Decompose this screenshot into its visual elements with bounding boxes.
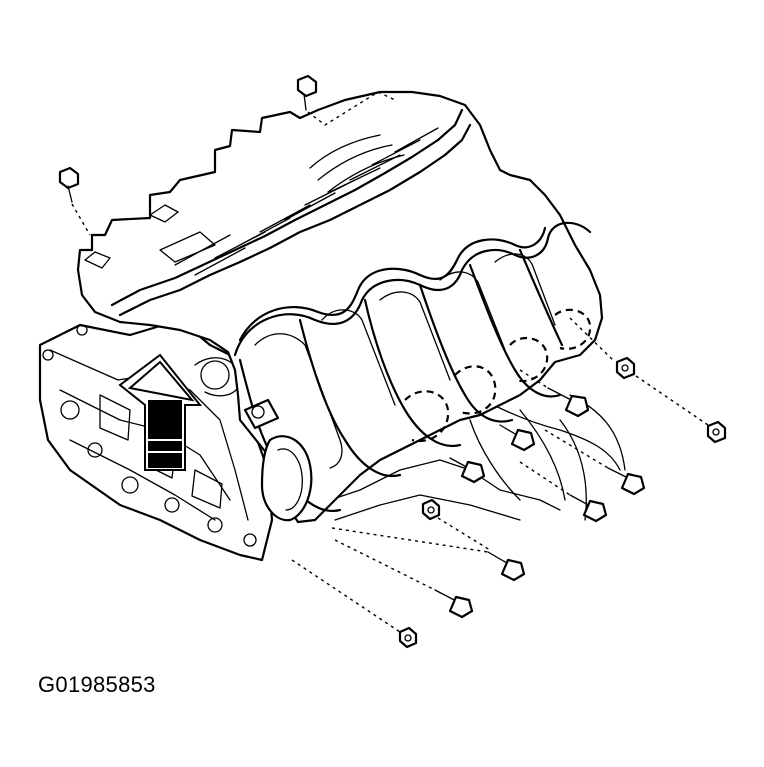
nut-lower-left xyxy=(291,559,418,649)
bolt-right-2 xyxy=(499,424,536,452)
nut-right-far xyxy=(706,420,727,444)
bolt-right-1 xyxy=(519,369,590,418)
bolt-top-left xyxy=(58,166,91,236)
front-direction-arrow xyxy=(118,353,203,471)
bolt-top-center xyxy=(296,74,396,126)
bolt-right-3 xyxy=(544,429,646,496)
bolt-right-4 xyxy=(519,461,608,523)
bolt-center-1 xyxy=(449,457,486,484)
figure-id-label: G01985853 xyxy=(38,672,156,697)
nut-right-upper xyxy=(569,317,709,426)
bolt-lower-2 xyxy=(334,539,474,619)
nut-lower-center xyxy=(421,498,491,551)
bolt-lower-1 xyxy=(331,527,526,582)
intake-manifold xyxy=(76,90,604,524)
